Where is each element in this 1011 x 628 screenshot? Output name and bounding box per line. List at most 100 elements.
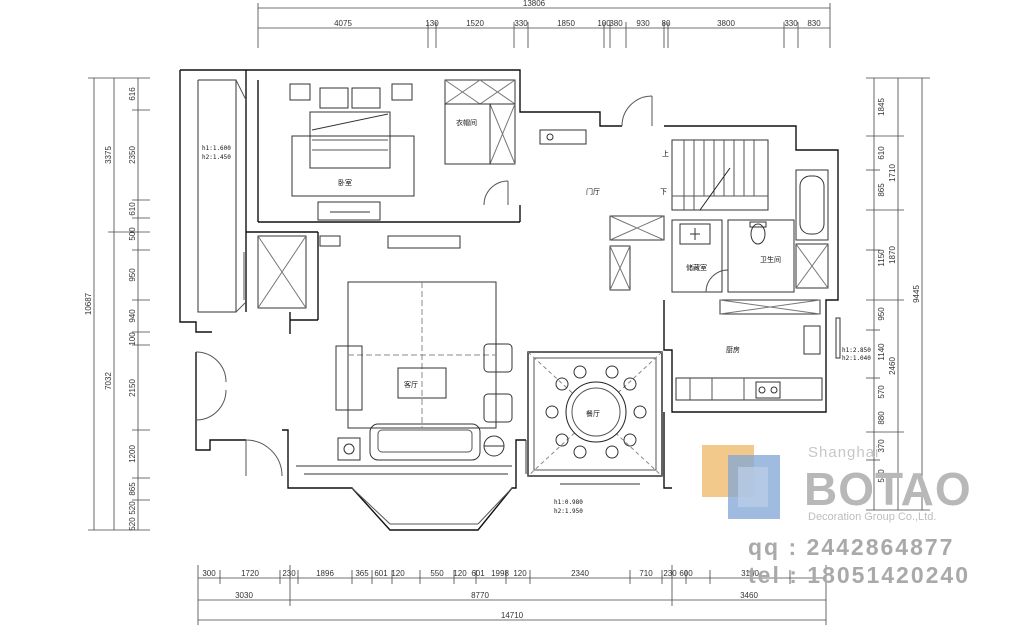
room-label-storage: 储藏室 xyxy=(686,263,707,272)
note-kitchen-h2: h2:1.040 xyxy=(842,355,871,362)
dim-bottom1-16: 600 xyxy=(679,569,693,578)
dim-bottom1-9: 120 xyxy=(453,569,467,578)
entry-doors xyxy=(195,351,283,477)
living-room xyxy=(296,235,513,525)
exterior-walls xyxy=(179,69,839,531)
dim-bottom1-11: 1998 xyxy=(491,569,509,578)
room-label-bedroom: 卧室 xyxy=(338,178,352,187)
dim-bottom1-4: 1896 xyxy=(316,569,334,578)
dim-right-total: 9445 xyxy=(912,285,921,303)
storage-room xyxy=(609,215,729,293)
dim-top-1: 4075 xyxy=(334,19,352,28)
dim-bottom1-6: 601 xyxy=(374,569,388,578)
botao-logo-icon xyxy=(702,445,780,519)
dim-bottom1-8: 550 xyxy=(430,569,444,578)
dim-top-2: 130 xyxy=(425,19,439,28)
dim-left-2: 2350 xyxy=(128,146,137,164)
dim-top-6: 100 xyxy=(597,19,611,28)
dim-bottom2-2: 8770 xyxy=(471,591,489,600)
dim-right-1: 1845 xyxy=(877,98,886,116)
dim-top-11: 330 xyxy=(784,19,798,28)
dim-bottom-total: 14710 xyxy=(501,611,524,620)
dim-right-10: 580 xyxy=(877,469,886,483)
dim-top-9: 80 xyxy=(662,19,671,28)
dim-top-3: 1520 xyxy=(466,19,484,28)
dim-right-2: 610 xyxy=(877,146,886,160)
room-label-closet: 衣帽间 xyxy=(456,118,477,127)
watermark-tel: tel : 18051420240 xyxy=(748,562,970,588)
dim-top-4: 330 xyxy=(514,19,528,28)
room-label-living: 客厅 xyxy=(404,380,418,389)
watermark-brand: BOTAO xyxy=(804,463,972,515)
dim-bottom2-3: 3460 xyxy=(740,591,758,600)
dim-right-6: 1140 xyxy=(877,343,886,361)
dim-top-7: 380 xyxy=(609,19,623,28)
dim-left-6: 940 xyxy=(128,309,137,323)
dim-left-10: 865 xyxy=(128,482,137,496)
left-dimension-lines xyxy=(88,77,150,531)
dim-left-total: 10687 xyxy=(84,292,93,315)
dim-bottom1-5: 365 xyxy=(355,569,369,578)
dim-left-5: 950 xyxy=(128,268,137,282)
stair-down-label: 下 xyxy=(660,188,667,196)
dim-right-mid-3: 2460 xyxy=(888,357,897,375)
watermark-company: Decoration Group Co.,Ltd. xyxy=(808,511,937,523)
room-label-kitchen: 厨房 xyxy=(726,345,740,354)
dim-right-mid-2: 1870 xyxy=(888,246,897,264)
note-dining-h2: h2:1.950 xyxy=(554,508,583,515)
dim-bottom1-17: 3160 xyxy=(741,569,759,578)
dining-room xyxy=(525,351,663,485)
dim-right-mid-1: 1710 xyxy=(888,164,897,182)
dim-top-5: 1850 xyxy=(557,19,575,28)
bottom-dimension-lines xyxy=(197,565,827,625)
bathroom xyxy=(727,169,829,293)
closet xyxy=(444,79,516,206)
bedroom xyxy=(289,83,415,221)
dim-bottom1-2: 1720 xyxy=(241,569,259,578)
top-dimension-lines xyxy=(257,3,831,48)
dim-bottom1-3: 230 xyxy=(282,569,296,578)
room-label-dining: 餐厅 xyxy=(586,409,600,418)
dim-left-4: 500 xyxy=(128,227,137,241)
dim-top-12: 830 xyxy=(807,19,821,28)
dim-bottom1-10: 601 xyxy=(471,569,485,578)
dim-right-8: 880 xyxy=(877,411,886,425)
dim-bottom1-13: 2340 xyxy=(571,569,589,578)
dim-left-mid-1: 3375 xyxy=(104,146,113,164)
dim-bottom1-15: 230 xyxy=(663,569,677,578)
watermark-city: Shanghai xyxy=(808,444,880,461)
dim-left-11: 520 xyxy=(128,501,137,515)
dim-right-4: 1150 xyxy=(877,249,886,267)
watermark-qq: qq : 2442864877 xyxy=(748,534,955,560)
dim-right-9: 370 xyxy=(877,439,886,453)
dim-left-8: 2150 xyxy=(128,379,137,397)
dim-left-1: 616 xyxy=(128,87,137,101)
dim-top-total: 13806 xyxy=(523,0,546,8)
stair-up-label: 上 xyxy=(662,149,669,158)
dim-bottom1-14: 710 xyxy=(639,569,653,578)
dim-bottom2-1: 3030 xyxy=(235,591,253,600)
dim-left-mid-2: 7032 xyxy=(104,372,113,390)
dim-top-10: 3800 xyxy=(717,19,735,28)
left-balcony xyxy=(197,79,307,313)
dim-top-8: 930 xyxy=(636,19,650,28)
note-bedroom-h1: h1:1.600 xyxy=(202,145,231,152)
dim-left-12: 520 xyxy=(128,517,137,531)
dim-left-3: 610 xyxy=(128,202,137,216)
dim-left-9: 1200 xyxy=(128,445,137,463)
dim-right-5: 950 xyxy=(877,307,886,321)
room-label-bathroom: 卫生间 xyxy=(760,255,781,264)
logo-square-lightblue xyxy=(738,467,768,507)
note-kitchen-h1: h1:2.850 xyxy=(842,347,871,354)
right-dimension-lines xyxy=(866,77,930,511)
dim-right-3: 865 xyxy=(877,183,886,197)
dim-bottom1-7: 120 xyxy=(391,569,405,578)
note-bedroom-h2: h2:1.450 xyxy=(202,154,231,161)
dim-bottom1-1: 300 xyxy=(202,569,216,578)
room-label-foyer: 门厅 xyxy=(586,187,600,196)
dim-right-7: 570 xyxy=(877,385,886,399)
kitchen xyxy=(675,299,841,401)
stairs xyxy=(539,95,769,211)
dim-bottom1-12: 120 xyxy=(513,569,527,578)
